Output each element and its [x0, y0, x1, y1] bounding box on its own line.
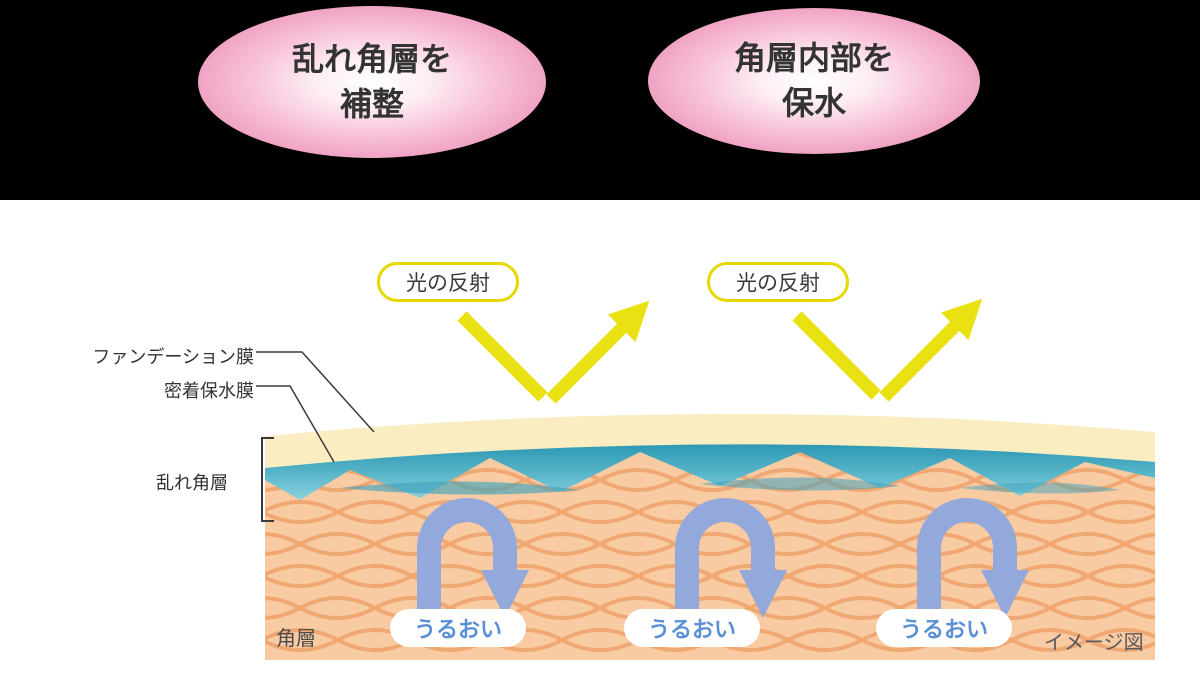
- moisture-streak: [960, 482, 1120, 494]
- moisture-arrow: [675, 498, 787, 634]
- light-incident-ray: [457, 311, 548, 402]
- moisture-streak: [700, 477, 900, 491]
- feature-bubble-correct: 乱れ角層を 補整: [198, 6, 546, 158]
- feature-bubble-hydrate: 角層内部を 保水: [648, 8, 980, 154]
- rough-stratum-label: 乱れ角層: [156, 473, 228, 493]
- label-connector-foundation: [256, 351, 375, 433]
- moisture-pill: うるおい: [624, 609, 760, 647]
- light-incident-ray: [792, 311, 881, 400]
- label-connector-moisture-film: [256, 385, 335, 463]
- moisture-arrow: [417, 498, 529, 634]
- moisture-film-layer: [265, 444, 1155, 500]
- reflection-badge: 光の反射: [707, 262, 849, 302]
- moisture-pill-label: うるおい: [647, 617, 736, 642]
- light-reflected-ray: [879, 298, 983, 402]
- reflection-badge: 光の反射: [377, 262, 519, 302]
- moisture-streak: [340, 481, 580, 495]
- moisture-arrow: [917, 498, 1029, 634]
- moisture-film-label: 密着保水膜: [164, 381, 254, 401]
- rough-stratum-bracket: [261, 437, 274, 522]
- reflection-label: 光の反射: [736, 272, 820, 295]
- top-banner: 乱れ角層を 補整 角層内部を 保水: [0, 0, 1200, 200]
- foundation-film-label: ファンデーション膜: [92, 347, 254, 367]
- foundation-layer: [265, 413, 1155, 472]
- moisture-pill-label: うるおい: [413, 617, 502, 642]
- bubble-text-line2: 保水: [781, 85, 846, 121]
- stratum-label: 角層: [276, 628, 316, 650]
- light-reflected-ray: [546, 300, 650, 404]
- moisture-pill-label: うるおい: [899, 617, 988, 642]
- moisture-pill: うるおい: [390, 609, 526, 647]
- image-note-label: イメージ図: [1044, 632, 1144, 654]
- bubble-text-line2: 補整: [339, 86, 404, 122]
- bubble-text-line1: 乱れ角層を: [291, 41, 452, 78]
- moisture-pill: うるおい: [876, 609, 1012, 647]
- bubble-text-line1: 角層内部を: [733, 40, 894, 77]
- reflection-label: 光の反射: [406, 272, 490, 295]
